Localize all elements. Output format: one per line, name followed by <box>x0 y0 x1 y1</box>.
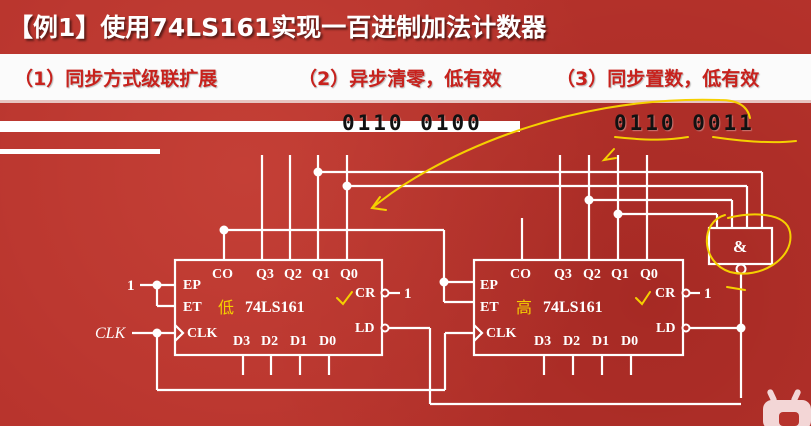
pin-d1-high: D1 <box>592 334 609 349</box>
decor-stripe-short <box>0 149 160 154</box>
arrow-head-left <box>370 196 387 211</box>
arrow-head-right <box>601 148 617 162</box>
ep-et-high-value: 1 <box>127 278 135 294</box>
pin-cr-low: CR <box>355 286 376 301</box>
pin-q3-low: Q3 <box>256 267 274 282</box>
pin-d0-low: D0 <box>319 334 336 349</box>
pin-q1-high: Q1 <box>611 267 629 282</box>
chip-high-labels: EP ET CLK CO Q3 Q2 Q1 Q0 CR LD D3 D2 D1 … <box>480 267 676 349</box>
pin-clk-low: CLK <box>187 326 217 341</box>
pin-q2-high: Q2 <box>583 267 601 282</box>
pin-ld-high: LD <box>656 321 675 336</box>
pin-co-low: CO <box>212 267 233 282</box>
binary-count-100: 0110 0100 <box>342 111 483 135</box>
clk-input-label: CLK <box>95 325 127 342</box>
pin-q0-high: Q0 <box>640 267 658 282</box>
underline-low-nibble <box>712 136 797 144</box>
cr-low-value: 1 <box>404 286 412 302</box>
pin-q1-low: Q1 <box>312 267 330 282</box>
cr-high-value: 1 <box>704 286 712 302</box>
bilibili-logo-icon <box>763 389 811 426</box>
point-async-clear: （2）异步清零，低有效 <box>298 67 502 90</box>
nand-gate-symbol: & <box>733 237 747 256</box>
pin-q3-high: Q3 <box>554 267 572 282</box>
point-sync-load: （3）同步置数，低有效 <box>556 67 760 90</box>
pin-d1-low: D1 <box>290 334 307 349</box>
pin-d3-high: D3 <box>534 334 551 349</box>
handwritten-annotations <box>336 98 797 306</box>
pin-q2-low: Q2 <box>284 267 302 282</box>
check-mark-high <box>635 291 651 306</box>
junction-dots <box>152 167 746 338</box>
chip-high-annotation: 高 <box>516 298 532 317</box>
slide-title: 【例1】使用74LS161实现一百进制加法计数器 <box>8 13 547 42</box>
decor-stripe-wide <box>0 121 520 132</box>
pin-cr-high: CR <box>655 286 676 301</box>
point-sync-cascade: （1）同步方式级联扩展 <box>14 67 218 90</box>
arrow-curve <box>371 98 751 209</box>
pin-q0-low: Q0 <box>340 267 358 282</box>
check-mark-low <box>336 291 353 306</box>
pin-d3-low: D3 <box>233 334 250 349</box>
signal-labels: 1 CLK 1 1 & <box>95 237 747 342</box>
binary-load-value: 0110 0011 <box>614 111 755 135</box>
pin-et-low: ET <box>183 300 202 315</box>
gate-circle-tail <box>726 286 746 291</box>
chip-high-part: 74LS161 <box>543 299 603 316</box>
underline-high-nibble <box>614 136 689 141</box>
chip-high-outline <box>472 258 685 357</box>
chip-low-part: 74LS161 <box>245 299 305 316</box>
title-bar: 【例1】使用74LS161实现一百进制加法计数器 <box>0 0 811 52</box>
pin-ep-low: EP <box>183 278 201 293</box>
pin-clk-high: CLK <box>486 326 516 341</box>
pin-co-high: CO <box>510 267 531 282</box>
pin-d0-high: D0 <box>621 334 638 349</box>
pin-d2-low: D2 <box>261 334 278 349</box>
chip-low-outline <box>173 258 384 357</box>
chip-low-annotation: 低 <box>218 298 234 317</box>
pin-ld-low: LD <box>355 321 374 336</box>
chip-annotations: 低 高 <box>218 298 532 317</box>
pin-ep-high: EP <box>480 278 498 293</box>
pin-d2-high: D2 <box>563 334 580 349</box>
gate-circle <box>705 213 792 275</box>
subtitle-bar: （1）同步方式级联扩展 （2）异步清零，低有效 （3）同步置数，低有效 <box>0 54 811 103</box>
pin-et-high: ET <box>480 300 499 315</box>
chip-low-labels: EP ET CLK CO Q3 Q2 Q1 Q0 CR LD D3 D2 D1 … <box>183 267 376 349</box>
